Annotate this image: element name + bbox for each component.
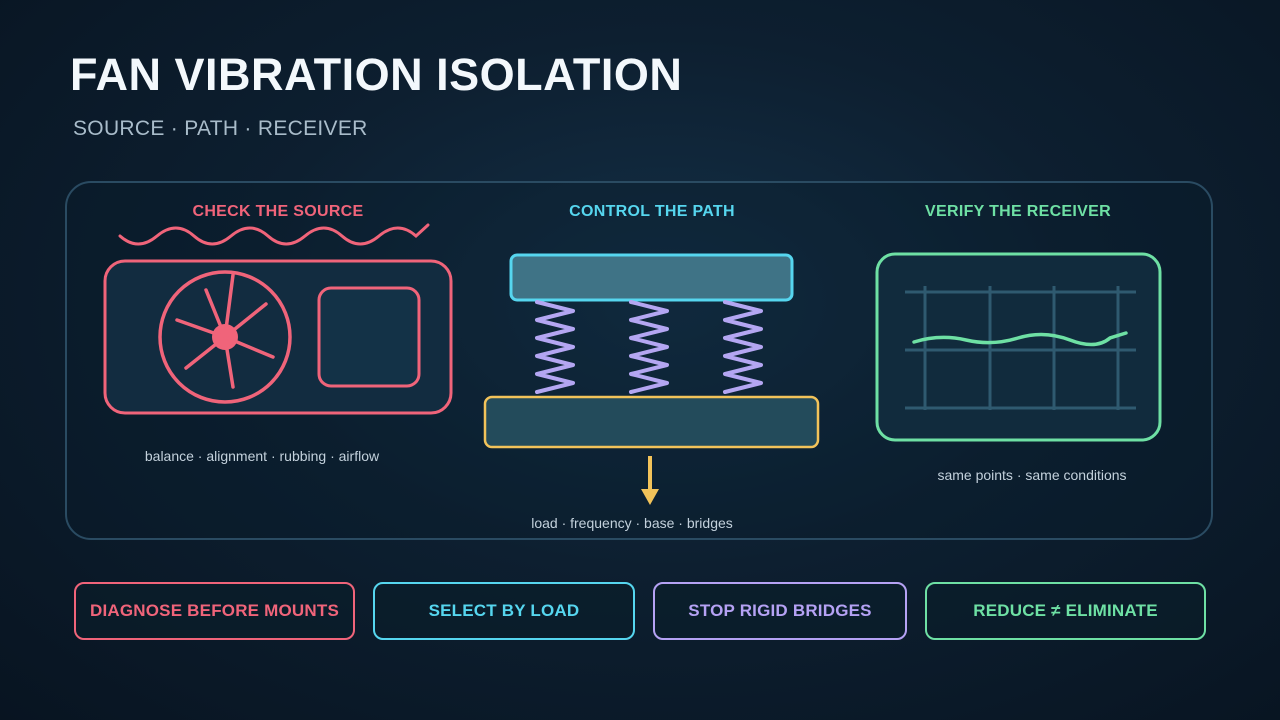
path-heading: CONTROL THE PATH	[569, 203, 735, 220]
fan-icon	[158, 270, 292, 404]
source-vibration-wave-icon	[118, 223, 430, 246]
chart-grid	[905, 286, 1136, 410]
select-by-load-button[interactable]: SELECT BY LOAD	[373, 582, 635, 640]
source-heading: CHECK THE SOURCE	[192, 203, 364, 220]
isolator-springs-icon	[535, 300, 763, 394]
stop-rigid-bridges-button[interactable]: STOP RIGID BRIDGES	[653, 582, 907, 640]
receiver-signal-wave-icon	[912, 331, 1128, 347]
receiver-caption: same points · same conditions	[937, 467, 1127, 483]
motor-box	[317, 286, 421, 388]
page-title: FAN VIBRATION ISOLATION	[70, 49, 683, 100]
page-subtitle: SOURCE · PATH · RECEIVER	[73, 117, 368, 140]
diagnose-before-mounts-button[interactable]: DIAGNOSE BEFORE MOUNTS	[74, 582, 355, 640]
receiver-heading: VERIFY THE RECEIVER	[925, 203, 1111, 220]
support-base	[483, 395, 820, 449]
arrow-down-icon	[641, 456, 659, 505]
path-caption: load · frequency · base · bridges	[531, 515, 733, 531]
equipment-plate	[509, 253, 794, 302]
receiver-monitor	[875, 252, 1162, 442]
reduce-not-eliminate-button[interactable]: REDUCE ≠ ELIMINATE	[925, 582, 1206, 640]
source-caption: balance · alignment · rubbing · airflow	[144, 448, 380, 464]
